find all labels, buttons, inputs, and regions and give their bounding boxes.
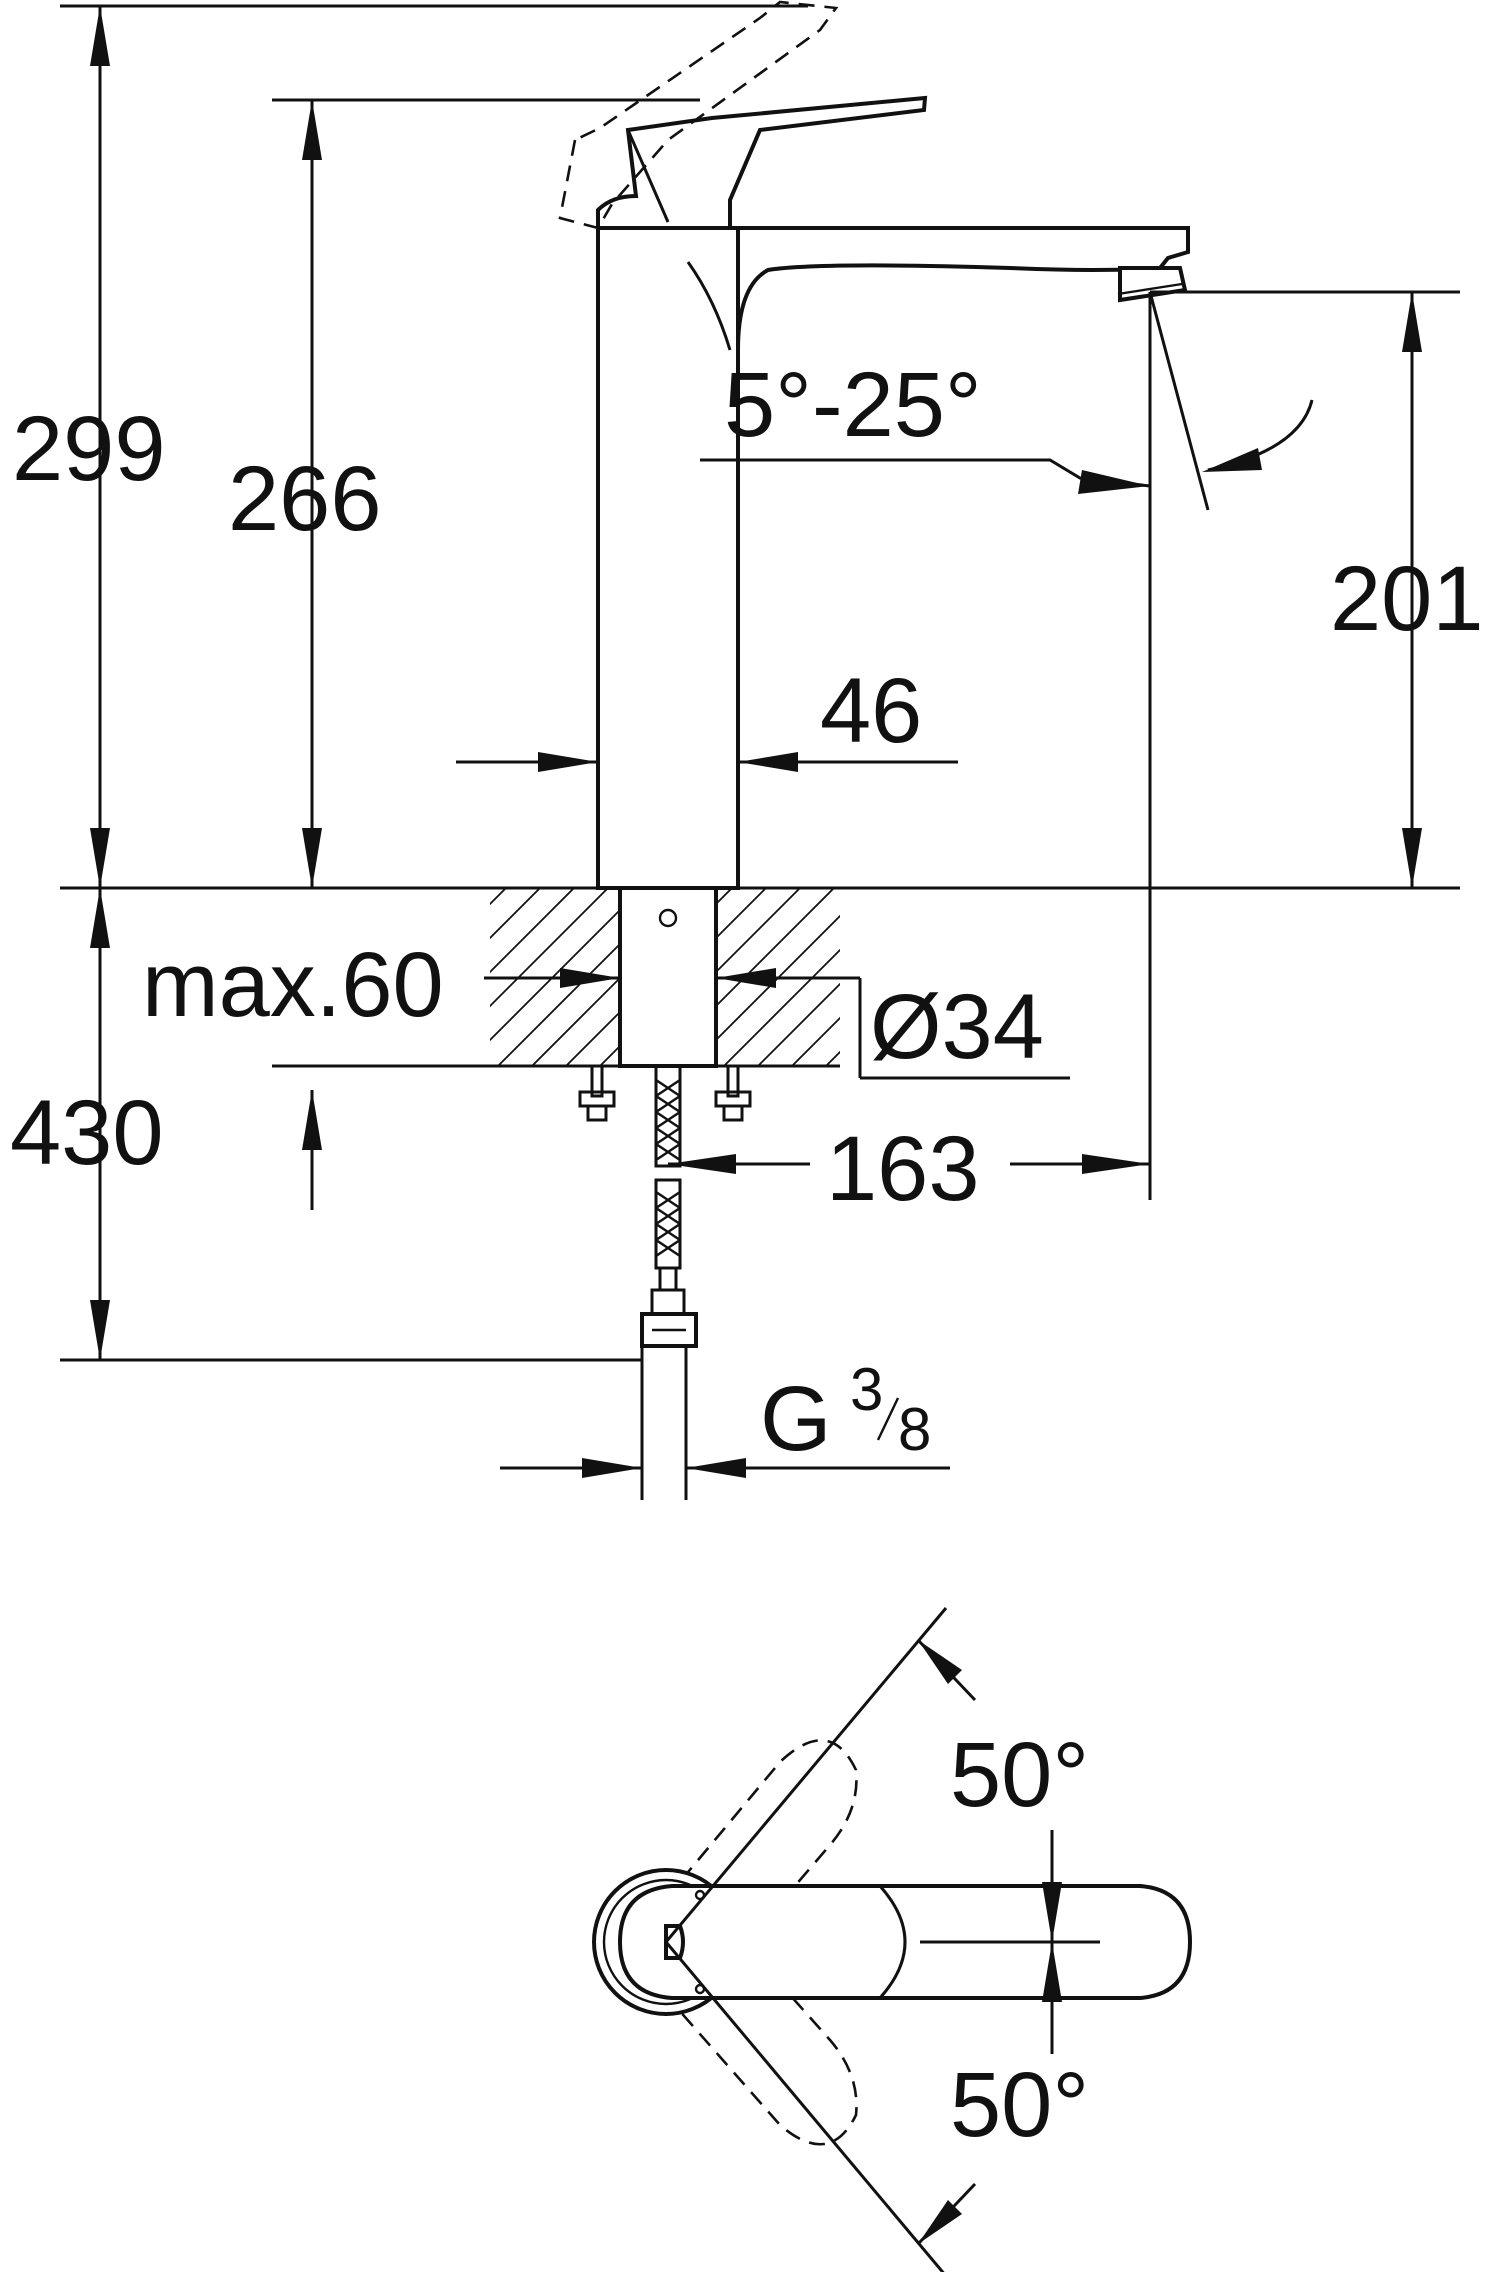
hatch-line <box>716 888 768 940</box>
dim-max60: max.60 <box>142 934 620 1210</box>
handle-rotated-down <box>647 1904 858 2146</box>
dim-max60-label: max.60 <box>142 934 444 1036</box>
dim-46-label: 46 <box>820 660 922 762</box>
dim-tilt-label: 5°-25° <box>724 354 982 456</box>
top-view: 50° 50° <box>592 1607 1193 2272</box>
lever-handle-raised <box>558 0 839 230</box>
faucet-body <box>596 226 740 890</box>
handle-rotated-up <box>647 1739 858 1986</box>
dim-299-label: 299 <box>12 398 166 500</box>
hatch-line <box>564 1010 620 1066</box>
hatch-line <box>722 948 840 1066</box>
dim-163: 163 <box>668 1118 1150 1220</box>
dim-163-label: 163 <box>826 1118 980 1220</box>
hatch-line <box>716 888 802 974</box>
dim-201-label: 201 <box>1330 548 1484 650</box>
dim-430: 430 <box>10 888 164 1360</box>
mounting-shank <box>618 886 718 1068</box>
side-view: 299 266 201 5°-25° <box>10 0 1484 1500</box>
hatch-line <box>490 888 610 1008</box>
hatch-line <box>790 1016 840 1066</box>
dim-tilt: 5°-25° <box>700 291 1314 1200</box>
dim-diameter: Ø34 <box>716 968 1070 1080</box>
hatch-line <box>490 888 576 974</box>
hatch-line <box>490 888 542 940</box>
dim-299: 299 <box>12 4 808 888</box>
dim-connection-den: 8 <box>898 1396 931 1463</box>
spout <box>668 226 1190 351</box>
dim-connection: G 3 8 <box>500 1356 950 1478</box>
dim-46: 46 <box>456 660 958 772</box>
mounting-studs <box>578 1064 752 1122</box>
dim-430-label: 430 <box>10 1082 164 1184</box>
dim-connection-letter: G <box>760 1368 832 1470</box>
dim-diameter-label: Ø34 <box>870 976 1044 1078</box>
rotation-lower-label: 50° <box>950 2054 1089 2156</box>
hatch-line <box>756 982 840 1066</box>
supply-hose <box>640 1064 698 1500</box>
dim-266-label: 266 <box>228 448 382 550</box>
dim-266: 266 <box>228 98 700 888</box>
lever-handle <box>596 95 928 230</box>
dim-201: 201 <box>1150 290 1484 888</box>
hatch-line <box>530 976 620 1066</box>
dim-connection-num: 3 <box>850 1356 883 1423</box>
rotation-upper-label: 50° <box>950 1724 1089 1826</box>
